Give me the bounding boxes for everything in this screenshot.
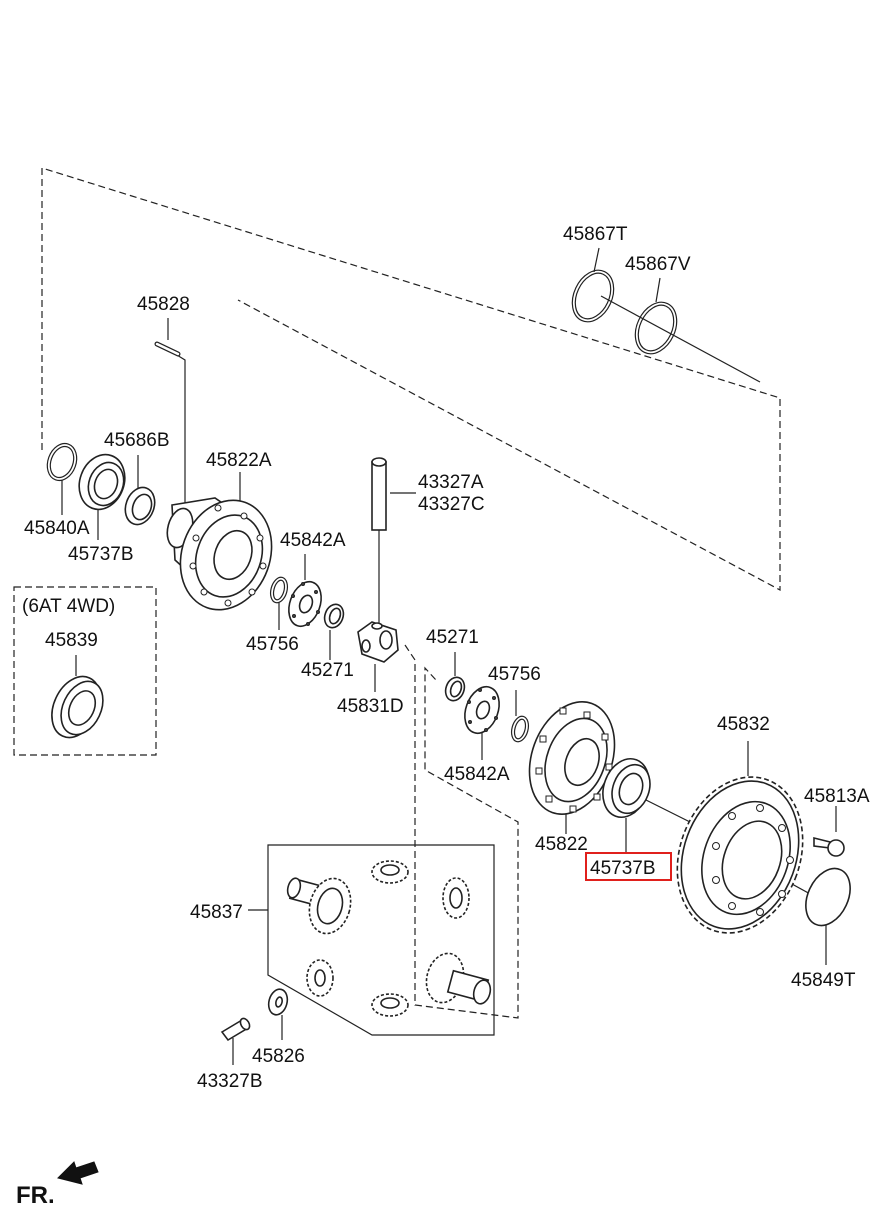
o-ring-45867V (634, 301, 678, 355)
assembly-dashed-outline-carrier (404, 644, 519, 1019)
label-variant-6at-4wd: (6AT 4WD) (22, 596, 115, 617)
pinion-shaft-43327B (220, 1017, 251, 1042)
label-45832: 45832 (717, 714, 770, 735)
label-45686B: 45686B (104, 430, 170, 451)
label-45271-right: 45271 (426, 627, 479, 648)
label-45271-left: 45271 (301, 660, 354, 681)
label-45756-left: 45756 (246, 634, 299, 655)
label-45849T: 45849T (791, 970, 856, 991)
differential-case-45822A (166, 497, 273, 611)
washer-45271-left (323, 603, 345, 629)
shim-45842A-bottom (464, 685, 500, 735)
label-45826: 45826 (252, 1046, 305, 1067)
highlight-box-45737B (585, 852, 672, 881)
bearing-race-45686B (124, 486, 156, 526)
front-direction-arrow-icon (57, 1161, 99, 1185)
label-45828: 45828 (137, 294, 190, 315)
label-45737B-top: 45737B (68, 544, 134, 565)
label-43327C: 43327C (418, 494, 485, 515)
label-45867T: 45867T (563, 224, 628, 245)
o-ring-45867T (571, 269, 615, 323)
label-45756-right: 45756 (488, 664, 541, 685)
bolt-45813A (813, 836, 845, 857)
washer-45271-right (444, 676, 466, 702)
snap-ring-45756-left (269, 576, 289, 604)
pin-45828 (154, 341, 181, 357)
bearing-45737B-top (78, 453, 126, 511)
label-45867V: 45867V (625, 254, 691, 275)
pinion-gear-set-box (267, 844, 495, 1036)
pinion-gear-set-45837 (286, 860, 492, 1017)
leader-lines (61, 247, 837, 1065)
pinion-shaft-43327A (371, 457, 387, 531)
label-45737B-highlighted: 45737B (590, 858, 656, 879)
variant-dashed-box (13, 586, 157, 756)
label-45822A: 45822A (206, 450, 272, 471)
bearing-45737B-highlighted (602, 758, 651, 818)
thrust-washer-45849T (805, 867, 851, 927)
label-43327A: 43327A (418, 472, 484, 493)
ring-45840A (46, 442, 78, 482)
cross-shaft-block-45831D (357, 621, 399, 663)
label-45813A: 45813A (804, 786, 870, 807)
label-45842A-bottom: 45842A (444, 764, 510, 785)
label-45831D: 45831D (337, 696, 404, 717)
oil-seal-45839 (51, 675, 104, 739)
washer-45826 (267, 988, 289, 1016)
assembly-dashed-outline-main (41, 167, 781, 592)
label-45839: 45839 (45, 630, 98, 651)
label-front-direction: FR. (16, 1182, 55, 1209)
shim-45842A-top (288, 580, 322, 628)
ring-gear-45832 (676, 776, 804, 934)
differential-case-45822 (528, 701, 616, 815)
label-45840A: 45840A (24, 518, 90, 539)
label-45837: 45837 (190, 902, 243, 923)
label-45842A-top: 45842A (280, 530, 346, 551)
snap-ring-45756-right (510, 715, 530, 743)
label-45822: 45822 (535, 834, 588, 855)
label-43327B: 43327B (197, 1071, 263, 1092)
